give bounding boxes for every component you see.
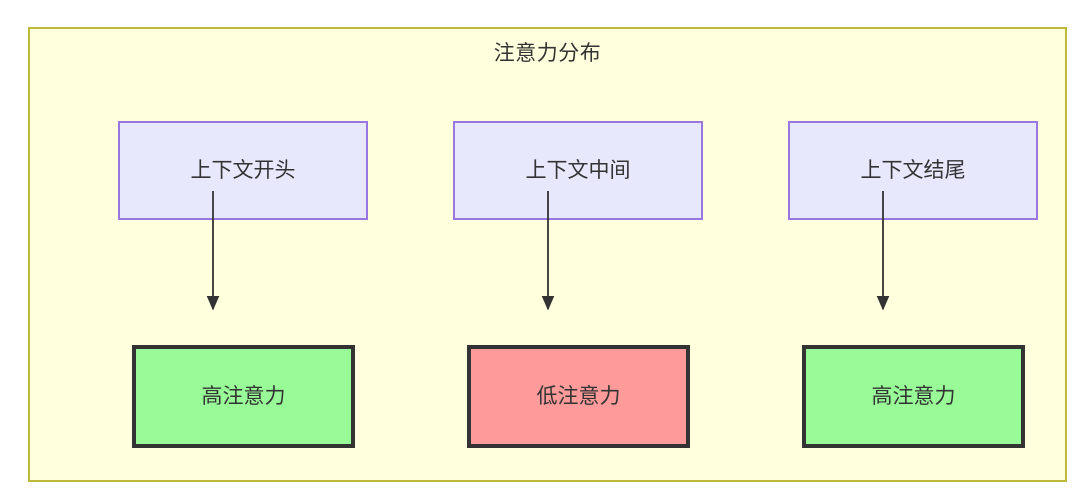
node-context-middle[interactable]: 上下文中间 bbox=[453, 121, 703, 220]
attention-distribution-subgraph: 注意力分布 上下文开头 上下文中间 上下文结尾 高注意力 低注意力 高注意力 bbox=[28, 27, 1067, 482]
node-low-attention-middle[interactable]: 低注意力 bbox=[467, 345, 690, 448]
node-high-attention-end[interactable]: 高注意力 bbox=[802, 345, 1025, 448]
subgraph-title: 注意力分布 bbox=[493, 42, 602, 65]
node-context-start[interactable]: 上下文开头 bbox=[118, 121, 368, 220]
node-high-attention-start[interactable]: 高注意力 bbox=[132, 345, 355, 448]
node-context-end[interactable]: 上下文结尾 bbox=[788, 121, 1038, 220]
